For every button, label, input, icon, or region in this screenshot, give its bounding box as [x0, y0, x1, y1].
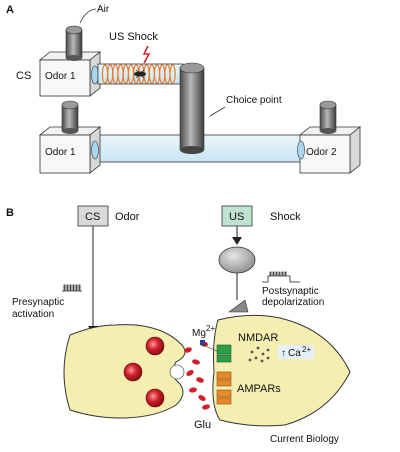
calcium-ions	[248, 346, 270, 363]
air-pointer	[79, 8, 97, 24]
us-shock-label: US Shock	[109, 31, 158, 43]
us-box-label: US	[229, 211, 244, 223]
odor-label: Odor	[115, 211, 140, 223]
choice-pointer	[209, 106, 226, 117]
postsynaptic-label-1: Postsynaptic	[262, 286, 319, 297]
nmdar-receptor	[216, 344, 232, 363]
panel-b-letter: B	[6, 207, 14, 219]
ca-label: Ca	[288, 348, 301, 359]
lightning-icon	[142, 45, 151, 64]
left-small-cylinder	[61, 100, 79, 134]
panel-a-letter: A	[6, 4, 14, 16]
shock-label: Shock	[270, 211, 301, 223]
vesicle	[145, 388, 165, 408]
odor1-bottom-label: Odor 1	[45, 147, 76, 158]
postsynaptic-trace-icon	[262, 271, 300, 283]
journal-credit: Current Biology	[270, 434, 339, 445]
central-cylinder	[179, 62, 205, 154]
vesicle	[123, 362, 143, 382]
ampa-receptors	[216, 371, 232, 405]
air-label: Air	[97, 4, 110, 15]
mg-label: Mg	[192, 328, 206, 339]
coil-loop	[169, 64, 176, 84]
mg-ion	[200, 340, 205, 345]
glutamate-particles	[184, 341, 210, 410]
ca-arrow-icon: ↑	[281, 348, 286, 359]
ampars-label: AMPARs	[237, 383, 281, 395]
ca-charge-label: 2+	[302, 345, 311, 354]
presynaptic-label-1: Presynaptic	[12, 297, 64, 308]
nmdar-label: NMDAR	[238, 332, 278, 344]
calcium-highlight	[278, 345, 314, 359]
modulatory-neuron-soma	[218, 246, 256, 274]
fusing-vesicle	[169, 364, 185, 380]
mg-pointer	[202, 344, 218, 352]
modulatory-terminal	[228, 299, 249, 313]
mg-charge-label: 2+	[206, 324, 215, 333]
glu-label: Glu	[194, 419, 211, 431]
cs-label: CS	[16, 70, 31, 82]
vesicle	[145, 336, 165, 356]
cs-box-label: CS	[85, 211, 100, 223]
odor2-box: Odor 2	[297, 126, 362, 174]
panel-b: B CS Odor US Shock Presynaptic activatio…	[6, 205, 351, 431]
us-arrowhead	[232, 237, 242, 245]
fly-icon	[134, 69, 146, 79]
postsynaptic-spine	[212, 314, 351, 427]
panel-a: A Odor 1 US Shock Air	[6, 4, 362, 174]
odor2-label: Odor 2	[306, 147, 337, 158]
presynaptic-label-2: activation	[12, 309, 54, 320]
presynaptic-spike-train-icon	[62, 284, 82, 292]
postsynaptic-label-2: depolarization	[262, 297, 324, 308]
air-cylinder	[65, 25, 83, 61]
odor1-top-label: Odor 1	[45, 71, 76, 82]
choice-point-label: Choice point	[226, 95, 282, 106]
right-small-cylinder	[319, 100, 337, 134]
